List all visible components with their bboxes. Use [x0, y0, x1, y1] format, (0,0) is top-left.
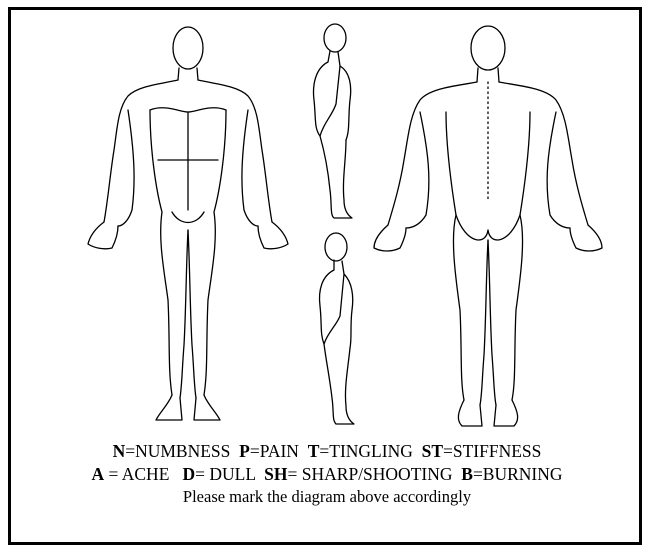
legend-desc: = DULL — [195, 464, 255, 484]
legend-desc: =NUMBNESS — [125, 441, 230, 461]
legend-desc: = SHARP/SHOOTING — [288, 464, 453, 484]
legend-line-1: N=NUMBNESS P=PAIN T=TINGLING ST=STIFFNES… — [0, 441, 654, 461]
legend-code: P — [239, 441, 250, 461]
legend-code: ST — [422, 441, 443, 461]
legend-desc: =STIFFNESS — [443, 441, 541, 461]
legend-code: D — [183, 464, 196, 484]
legend-desc: =TINGLING — [319, 441, 412, 461]
legend-desc: =PAIN — [250, 441, 299, 461]
legend-line-2: A = ACHE D= DULL SH= SHARP/SHOOTING B=BU… — [0, 464, 654, 484]
legend-code: N — [113, 441, 126, 461]
legend-desc: =BURNING — [473, 464, 563, 484]
front-view-figure[interactable] — [88, 27, 288, 420]
legend-code: T — [308, 441, 320, 461]
legend-code: SH — [264, 464, 287, 484]
side-view-lower-figure[interactable] — [320, 233, 354, 424]
instruction-text: Please mark the diagram above accordingl… — [0, 487, 654, 507]
legend-code: A — [91, 464, 104, 484]
side-view-upper-figure[interactable] — [314, 24, 352, 218]
back-view-figure[interactable] — [374, 26, 602, 426]
legend-code: B — [461, 464, 473, 484]
legend-desc: = ACHE — [104, 464, 169, 484]
